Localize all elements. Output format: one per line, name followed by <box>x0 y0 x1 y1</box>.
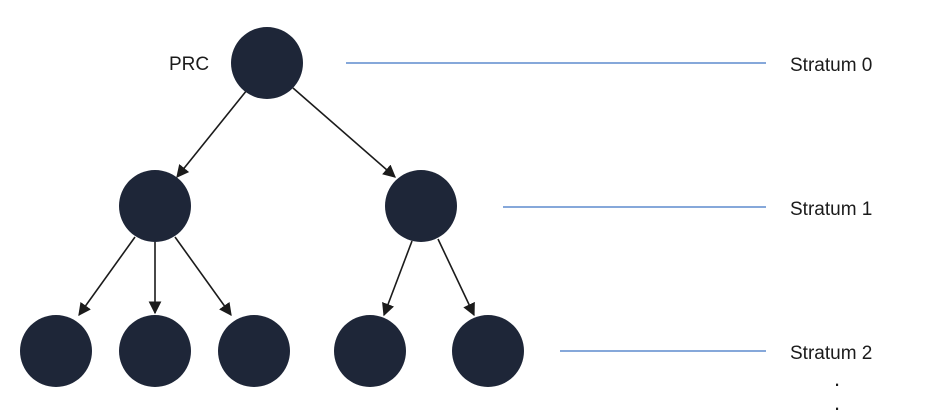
stratum-0-label: Stratum 0 <box>790 55 872 76</box>
continuation-dot-2: . <box>834 390 840 415</box>
stratum-2-node-5 <box>452 315 524 387</box>
continuation-dot-1: . <box>834 366 840 391</box>
stratum-2-node-3 <box>218 315 290 387</box>
root-node <box>231 27 303 99</box>
edge-s1-left-to-s2-1 <box>78 236 136 317</box>
stratum-2-node-2 <box>119 315 191 387</box>
stratum-2-node-1 <box>20 315 92 387</box>
stratum-1-label: Stratum 1 <box>790 199 872 220</box>
edge-s1-right-to-s2-5 <box>437 238 475 317</box>
edge-s1-left-to-s2-3 <box>174 236 232 317</box>
stratum-2-label: Stratum 2 <box>790 343 872 364</box>
edge-root-to-s1-right <box>292 87 396 178</box>
stratum-2-node-4 <box>334 315 406 387</box>
root-label: PRC <box>169 54 209 75</box>
stratum-1-node-right <box>385 170 457 242</box>
stratum-1-node-left <box>119 170 191 242</box>
edge-s1-right-to-s2-4 <box>382 240 413 317</box>
edge-root-to-s1-left <box>176 89 248 178</box>
